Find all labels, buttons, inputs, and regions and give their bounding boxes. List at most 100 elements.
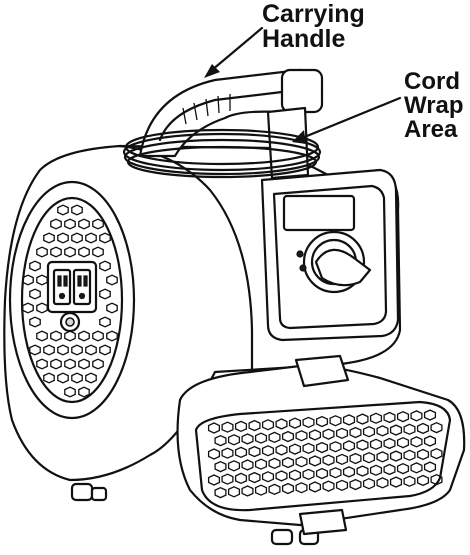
- side-mesh-cell: [78, 246, 90, 258]
- power-outlet-panel: [46, 260, 98, 314]
- front-mesh-cell: [288, 469, 302, 481]
- front-mesh-cell: [430, 447, 443, 460]
- control-panel: [260, 168, 400, 342]
- side-mesh-cell: [99, 232, 111, 244]
- front-mesh-cell: [302, 468, 315, 481]
- side-mesh-cell: [29, 260, 41, 272]
- front-mesh-cell: [349, 426, 362, 439]
- front-mesh-cell: [227, 486, 241, 498]
- side-mesh-cell: [29, 344, 41, 356]
- front-mesh-cell: [214, 486, 227, 499]
- front-mesh-cell: [288, 417, 302, 429]
- side-mesh-cell: [29, 316, 41, 328]
- side-mesh-cell: [78, 358, 90, 370]
- front-mesh-cell: [362, 477, 376, 490]
- front-mesh-cell: [261, 471, 275, 483]
- front-mesh-cell: [335, 453, 349, 466]
- front-mesh-cell: [383, 411, 396, 424]
- cord-leader-arrow: [292, 96, 402, 144]
- side-mesh-cell: [22, 302, 34, 314]
- front-mesh-cell: [342, 414, 356, 426]
- side-mesh-cell: [106, 274, 118, 286]
- front-mesh-cell: [403, 423, 416, 435]
- side-mesh-cell: [106, 302, 118, 314]
- reset-button: [59, 311, 81, 333]
- front-mesh-cell: [335, 479, 349, 492]
- cord-wrap-area-label: Cord Wrap Area: [404, 70, 464, 142]
- nozzle-bottom-clip: [298, 508, 348, 536]
- side-mesh-cell: [43, 372, 55, 384]
- side-mesh-cell: [57, 204, 69, 216]
- front-mesh-cell: [241, 485, 254, 497]
- cord-wrap-label-line-1: Cord: [404, 68, 460, 95]
- front-mesh-cell: [396, 410, 410, 423]
- front-mesh-cell: [369, 412, 383, 424]
- front-mesh-cell: [396, 436, 410, 449]
- front-mesh-cell: [430, 473, 443, 486]
- front-mesh-cell: [430, 421, 443, 434]
- front-mesh-cell: [416, 422, 430, 435]
- side-mesh-cell: [71, 204, 83, 216]
- side-mesh-cell: [50, 218, 62, 230]
- front-mesh-cell: [275, 418, 288, 430]
- side-mesh-cell: [85, 372, 97, 384]
- carrying-handle-label-line-1: Carrying: [262, 0, 365, 28]
- front-mesh-cell: [261, 419, 275, 431]
- cord-wrap-label-line-2: Wrap: [404, 92, 464, 119]
- cord-wrap: [122, 128, 322, 179]
- front-mesh-cell: [322, 428, 335, 440]
- front-mesh-cell: [423, 435, 437, 447]
- side-mesh-cell: [36, 330, 48, 342]
- front-mesh-cell: [254, 484, 268, 496]
- front-mesh-cell: [376, 477, 389, 489]
- front-mesh-cell: [423, 461, 437, 473]
- front-mesh-cell: [234, 472, 248, 485]
- front-mesh-cell: [423, 409, 437, 421]
- front-mesh-cell: [221, 447, 234, 459]
- front-mesh-cell: [241, 459, 254, 471]
- side-mesh-cell: [99, 344, 111, 356]
- side-mesh-cell: [50, 330, 62, 342]
- side-mesh-cell: [92, 330, 104, 342]
- front-mesh-cell: [207, 448, 221, 460]
- front-mesh-cell: [308, 481, 322, 493]
- side-mesh-cell: [78, 330, 90, 342]
- front-mesh-cell: [315, 415, 329, 428]
- front-mesh-cell: [376, 425, 389, 437]
- side-mesh-cell: [50, 358, 62, 370]
- front-mesh-cell: [376, 451, 389, 463]
- side-mesh-cell: [99, 316, 111, 328]
- side-mesh-cell: [92, 218, 104, 230]
- front-mesh-cell: [329, 415, 342, 427]
- side-mesh-cell: [85, 344, 97, 356]
- side-mesh-cell: [106, 330, 118, 342]
- front-mesh-cell: [295, 430, 308, 442]
- side-mesh-cell: [92, 246, 104, 258]
- front-mesh-cell: [281, 482, 295, 495]
- nozzle-clip: [294, 354, 350, 388]
- front-mesh-cell: [308, 429, 322, 441]
- label-plate: [282, 194, 356, 232]
- carrying-handle-label: Carrying Handle: [262, 2, 365, 52]
- front-mesh-cell: [268, 431, 281, 444]
- side-mesh-cell: [71, 372, 83, 384]
- front-mesh-cell: [275, 470, 288, 482]
- front-mesh-cell: [410, 462, 423, 474]
- side-mesh-cell: [57, 344, 69, 356]
- side-mesh-cell: [99, 288, 111, 300]
- front-mesh-cell: [362, 451, 376, 464]
- front-mesh-cell: [356, 439, 369, 451]
- front-mesh-cell: [329, 467, 342, 479]
- side-mesh-cell: [29, 288, 41, 300]
- front-mesh-cell: [389, 476, 403, 488]
- front-mesh-cell: [349, 452, 362, 465]
- front-mesh-cell: [349, 478, 362, 491]
- front-mesh-cell: [389, 424, 403, 436]
- front-mesh-cell: [383, 463, 396, 476]
- front-mesh-cell: [268, 483, 281, 496]
- front-mesh-cell: [383, 437, 396, 450]
- side-mesh-cell: [57, 232, 69, 244]
- side-grille-mesh: [22, 204, 118, 398]
- front-mesh-cell: [342, 466, 356, 478]
